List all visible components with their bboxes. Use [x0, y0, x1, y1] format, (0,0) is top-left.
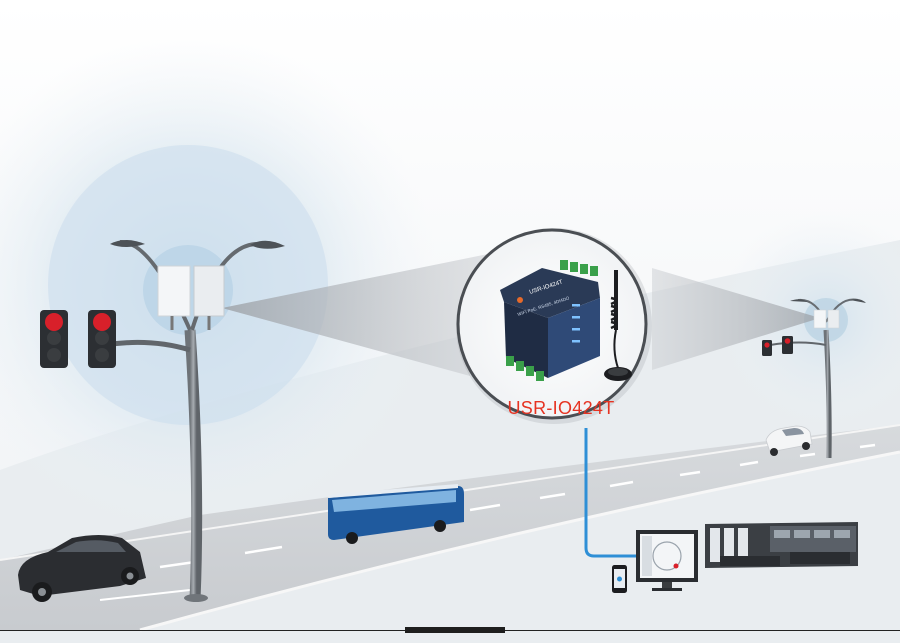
street-pole-right — [762, 298, 866, 459]
car-white — [765, 425, 813, 456]
smartphone — [612, 565, 627, 593]
stop-line — [99, 589, 191, 601]
control-room — [705, 522, 858, 568]
city-bus — [328, 484, 464, 544]
road-edge-near — [139, 450, 900, 632]
traffic-light-left-1 — [40, 310, 68, 368]
antenna — [604, 270, 632, 381]
road — [0, 425, 900, 630]
signal-beam-right — [652, 268, 820, 370]
car-black — [18, 535, 146, 602]
bottom-tab-marker — [405, 627, 505, 633]
monitor-screen — [636, 530, 698, 591]
data-cable — [584, 428, 640, 558]
io-device — [500, 260, 600, 381]
signal-beam-left — [222, 254, 488, 376]
product-name-label: USR-IO424T — [507, 398, 615, 418]
traffic-light-left-2 — [88, 310, 116, 368]
